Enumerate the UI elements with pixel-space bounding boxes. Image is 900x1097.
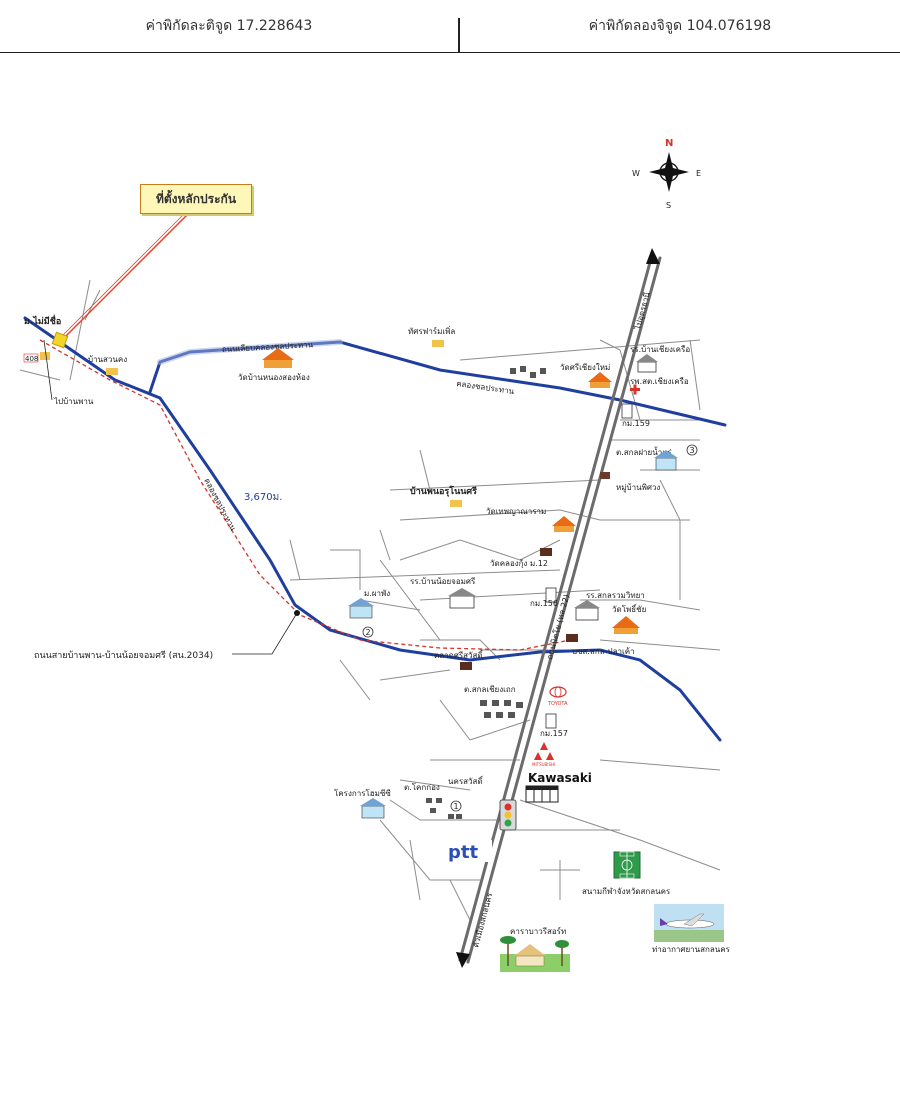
label-t-khok: ต.โคกก่อง: [404, 782, 440, 792]
houses-icon-a: [510, 366, 546, 378]
label-kawasaki: Kawasaki: [528, 771, 592, 785]
school-icon-chiang-khrua: [636, 354, 658, 373]
label-wat-sri-chiang-mai: วัดศรีเชียงใหม่: [560, 363, 610, 372]
house-icon-project: [360, 798, 386, 819]
label-wat-thep: วัดเทพญาณาราม: [486, 507, 546, 516]
label-ptt: PTT: [448, 842, 478, 863]
label-wat-nong-song-hong: วัดบ้านหนองสองห้อง: [238, 373, 310, 382]
label-sakon-chiang-kho: ต.สกลเชียงเถก: [464, 685, 516, 694]
temple-icon-sri-chiang-mai: [588, 372, 612, 388]
road-west-highway: [23, 316, 722, 742]
label-to-sakon: ตัวเมืองสกลนคร: [471, 891, 494, 948]
arrow-south-road: [456, 952, 470, 968]
label-secondary-road: ถนนสายบ้านพาน-บ้านน้อยจอมศรี (สน.2034): [34, 650, 213, 661]
label-ban-non-sri: บ้านพนอรุโนนศรี: [410, 485, 477, 497]
collateral-location-callout: ที่ตั้งหลักประกัน: [140, 184, 252, 214]
callout-pointer: [61, 211, 191, 341]
houses-icon-b: [480, 700, 523, 718]
circle-2: 2: [366, 628, 371, 637]
building-icon-km156: [545, 587, 557, 603]
compass-s: S: [666, 201, 671, 210]
kawasaki-shop-icon: [525, 785, 559, 803]
label-km-159: กม.159: [622, 419, 650, 428]
school-icon-ban-noi: [448, 588, 476, 609]
compass-e: E: [696, 169, 701, 178]
traffic-light-icon: [499, 799, 517, 831]
temple-icon-pho: [612, 616, 640, 634]
label-hospital: รพ.สต.เชียงเครือ: [630, 377, 689, 386]
label-stadium: สนามกีฬาจังหวัดสกลนคร: [582, 887, 671, 896]
label-lotus-village: หมู่บ้านพิศวง: [616, 483, 660, 493]
label-sakon-pon-sueng: ต.สกลฝายน้ำแร่: [616, 446, 672, 457]
label-m1: ม.ผาพัง: [364, 589, 390, 598]
resort-icon: [500, 936, 570, 972]
arrow-north-road: [646, 248, 660, 264]
airport-icon: [654, 904, 724, 942]
label-school-sakon: รร.สกลรวมวิทยา: [586, 591, 645, 600]
label-project: โครงการโฮมซีซี: [334, 788, 391, 798]
latitude-label: ค่าพิกัดละติจูด 17.228643: [145, 18, 313, 34]
label-tasarat-farm: ทัศรฟาร์มเพิ่ล: [408, 325, 455, 336]
label-market: ตลาดศรีสวัสดิ์: [434, 649, 484, 660]
label-resort: คาราบาวรีสอร์ท: [510, 926, 566, 936]
circle-3: 3: [690, 446, 695, 455]
building-icon-km159: [621, 403, 633, 419]
houses-icon-c: [426, 798, 462, 819]
circle-1: 1: [454, 802, 459, 811]
school-icon-m1: [348, 598, 374, 619]
property-marker: [51, 331, 69, 349]
label-bypass-road: ถนนเลียบคลองชลประทาน: [222, 340, 314, 354]
compass-w: W: [632, 169, 640, 178]
compass-rose: N S E W: [632, 138, 701, 210]
minor-streets: [19, 279, 721, 921]
school-icon-sakon: [574, 600, 600, 621]
building-icon-km157: [545, 713, 557, 729]
mitsubishi-logo-icon: [534, 742, 554, 760]
label-mai-mi-chue: ม.ไม่มีชื่อ: [24, 314, 61, 327]
stadium-icon: [613, 851, 641, 879]
label-toyota: TOYOTA: [547, 701, 568, 707]
compass-n: N: [665, 138, 673, 149]
label-wat-pho: วัดโพธิ์ชัย: [612, 603, 646, 614]
label-distance: 3,670ม.: [244, 492, 282, 503]
route-dashed: [39, 339, 571, 651]
label-wat-khlong-kung: วัดคลองกุ้ง ม.12: [490, 559, 548, 568]
label-ban-suan-khong: บ้านสวนคง: [88, 355, 127, 364]
longitude-label: ค่าพิกัดลองจิจูด 104.076198: [588, 18, 772, 34]
label-to-ban-phan: ไปบ้านพาน: [53, 397, 94, 406]
label-kankasem: บขส.สกล-ปลาเค้า: [572, 647, 635, 656]
label-school-chiang-khrua: รร.บ้านเชียงเครือ: [630, 345, 690, 354]
route-number-408: 408: [25, 355, 38, 363]
label-t-noi: นครสวัสดิ์: [448, 775, 484, 786]
toyota-logo-icon: [549, 686, 567, 698]
label-mitsubishi: MITSUBISHI: [532, 762, 555, 767]
label-canal: คลองชลประทาน: [456, 379, 515, 396]
school-icon-pon-sueng: [654, 450, 678, 471]
temple-icon-nong-song-hong: [262, 348, 294, 368]
label-km-156: กม.156: [530, 599, 558, 608]
coordinate-header: ค่าพิกัดละติจูด 17.228643 ค่าพิกัดลองจิจ…: [0, 0, 900, 53]
temple-icon-thep: [552, 516, 576, 532]
hospital-cross-icon: [630, 384, 640, 395]
header-divider: [458, 18, 460, 52]
label-airport: ท่าอากาศยานสกลนคร: [652, 945, 731, 954]
label-km-157: กม.157: [540, 729, 568, 738]
label-school-ban-noi: รร.บ้านน้อยจอมศรี: [410, 577, 476, 586]
